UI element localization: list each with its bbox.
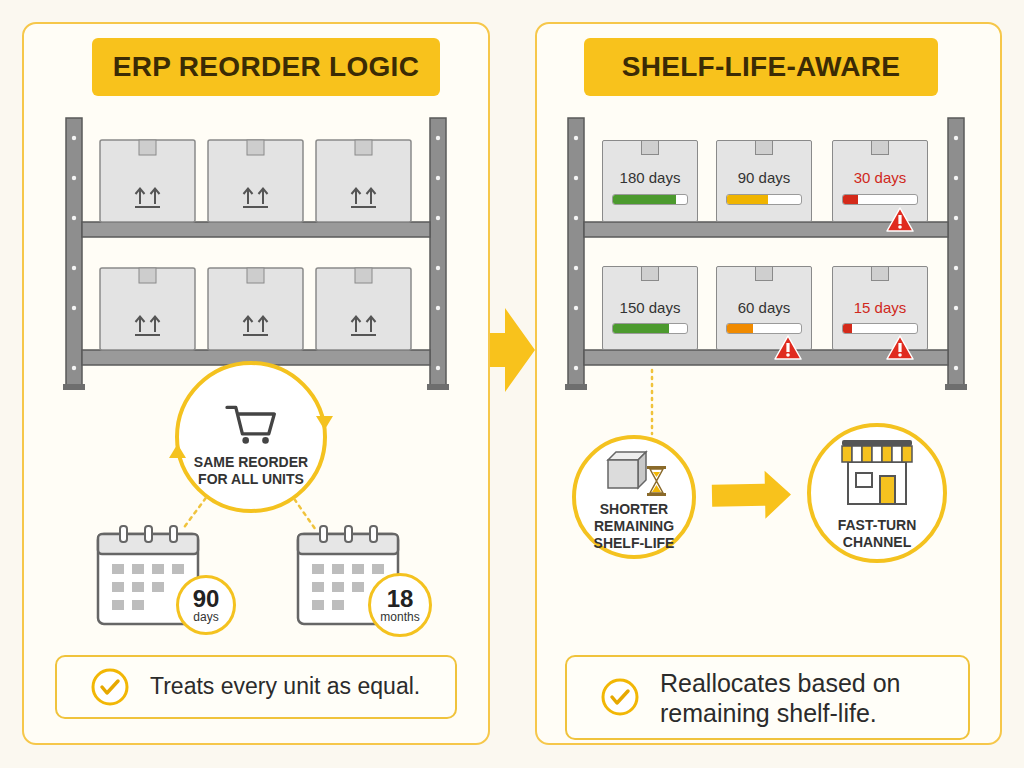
- panel-title: SHELF-LIFE-AWARE: [584, 38, 938, 96]
- inventory-box: 180 days: [602, 140, 698, 222]
- summary-box: Reallocates based on remaining shelf-lif…: [565, 655, 970, 740]
- shelf-life-bar: [842, 194, 918, 205]
- shelf-life-fill: [613, 324, 669, 333]
- day-badge: 18months: [368, 573, 432, 637]
- shelf-life-bar: [842, 323, 918, 334]
- shelf-life-fill: [843, 324, 852, 333]
- shelf-life-fill: [843, 195, 858, 204]
- shelf-life-label: 15 days: [833, 299, 927, 317]
- title-banner: ERP REORDER LOGIC: [92, 38, 440, 96]
- box-tape: [755, 140, 773, 155]
- comparison-panel: SHELF-LIFE-AWARE 180 days 90 days 30 days 15…: [535, 22, 1002, 745]
- summary-text: Treats every unit as equal.: [150, 673, 441, 701]
- circle-label: SAME REORDER FOR ALL UNITS: [179, 454, 323, 488]
- panel-title: ERP REORDER LOGIC: [92, 38, 440, 96]
- channel-circle: FAST-TURN CHANNEL: [807, 423, 947, 563]
- arrow-shape: [490, 308, 535, 392]
- calendar-node: 18months: [298, 528, 398, 624]
- badge-unit: months: [380, 611, 419, 624]
- summary-box: Treats every unit as equal.: [55, 655, 457, 719]
- box-tape: [641, 266, 659, 281]
- box-tape: [871, 140, 889, 155]
- shelf-life-bar: [726, 323, 802, 334]
- shelf-life-label: 30 days: [833, 169, 927, 187]
- badge-number: 18: [387, 587, 414, 611]
- shelf-life-bar: [726, 194, 802, 205]
- shelf-life-label: 90 days: [717, 169, 811, 187]
- box-tape: [871, 266, 889, 281]
- shelf-life-label: 180 days: [603, 169, 697, 187]
- circle-label: FAST-TURN CHANNEL: [811, 517, 943, 551]
- shelf-life-fill: [727, 195, 768, 204]
- shelf-life-fill: [613, 195, 676, 204]
- comparison-panel: ERP REORDER LOGIC SAME REORDER FOR ALL UN…: [22, 22, 490, 745]
- inventory-box: 15 days: [832, 266, 928, 350]
- box-tape: [641, 140, 659, 155]
- process-circle: SAME REORDER FOR ALL UNITS: [175, 361, 327, 513]
- title-banner: SHELF-LIFE-AWARE: [584, 38, 938, 96]
- inventory-box: 90 days: [716, 140, 812, 222]
- process-circle: SHORTER REMAINING SHELF-LIFE: [572, 435, 696, 559]
- shelf-life-fill: [727, 324, 753, 333]
- shelf-life-label: 60 days: [717, 299, 811, 317]
- box-tape: [755, 266, 773, 281]
- calendar-node: 90days: [98, 528, 198, 624]
- badge-unit: days: [193, 611, 218, 624]
- shelf-life-bar: [612, 323, 688, 334]
- block-arrow: [490, 308, 535, 392]
- day-badge: 90days: [176, 575, 236, 635]
- circle-label: SHORTER REMAINING SHELF-LIFE: [576, 501, 692, 552]
- shelf-life-bar: [612, 194, 688, 205]
- inventory-box: 60 days: [716, 266, 812, 350]
- inventory-box: 150 days: [602, 266, 698, 350]
- badge-number: 90: [193, 587, 220, 611]
- summary-text: Reallocates based on remaining shelf-lif…: [660, 668, 954, 728]
- inventory-box: 30 days: [832, 140, 928, 222]
- shelf-life-label: 150 days: [603, 299, 697, 317]
